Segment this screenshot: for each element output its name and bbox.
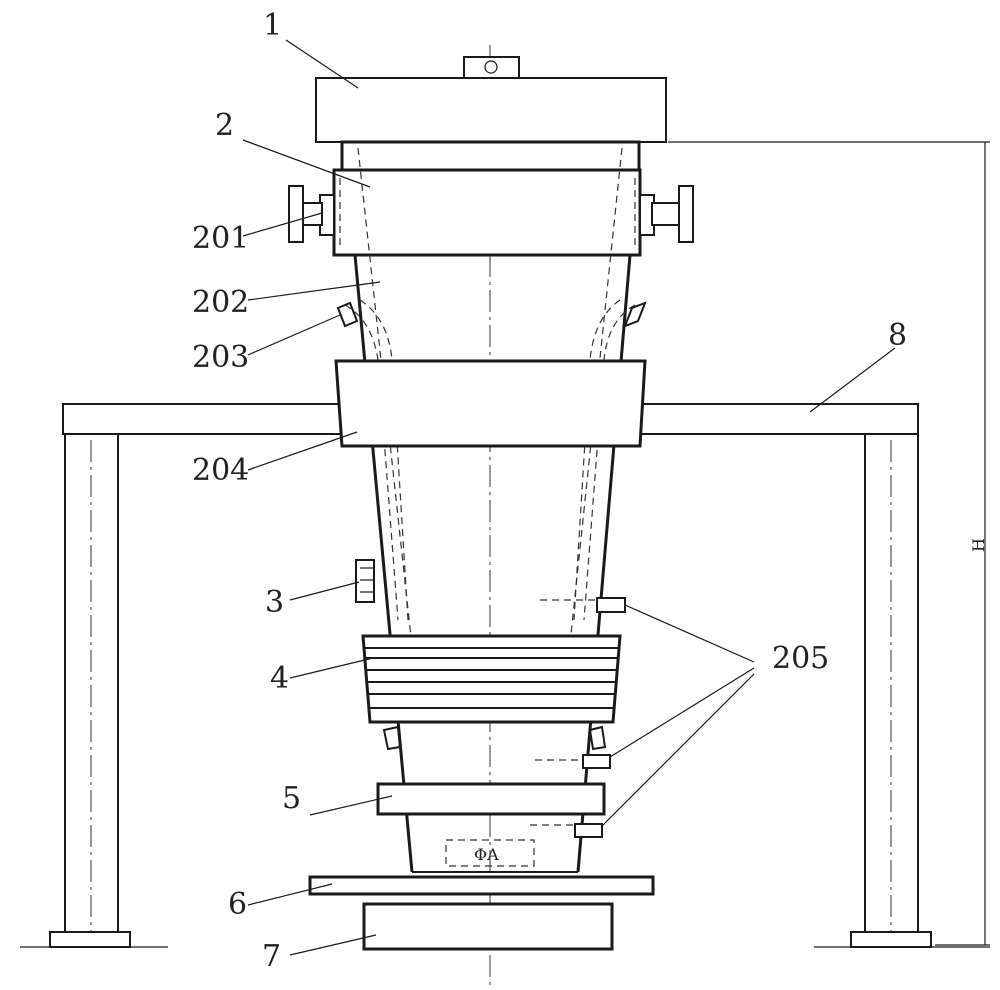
label-201: 201 <box>192 221 249 256</box>
base-plate <box>308 875 655 896</box>
lugs <box>336 301 647 751</box>
label-205: 205 <box>772 641 829 676</box>
conical-shell <box>344 147 636 873</box>
top-cap <box>315 56 667 143</box>
bottom-block <box>362 902 614 951</box>
cooling-band <box>361 634 622 724</box>
mounting-ring <box>334 359 647 448</box>
label-2: 2 <box>215 108 234 143</box>
side-block-3 <box>355 559 375 603</box>
upper-body <box>288 140 694 257</box>
lower-ring <box>376 782 606 816</box>
height-dimension <box>668 141 990 946</box>
dimension-h-label: H <box>969 538 988 552</box>
label-5: 5 <box>282 781 301 816</box>
label-6: 6 <box>228 887 247 922</box>
label-204: 204 <box>192 453 249 488</box>
label-1: 1 <box>263 8 282 43</box>
label-8: 8 <box>888 318 907 353</box>
label-7: 7 <box>262 939 281 974</box>
leader-lines <box>242 39 896 956</box>
label-202: 202 <box>192 285 249 320</box>
nozzles <box>574 597 626 838</box>
label-4: 4 <box>270 661 289 696</box>
label-203: 203 <box>192 340 249 375</box>
diameter-a-label: ΦA <box>474 845 499 864</box>
label-3: 3 <box>265 585 284 620</box>
